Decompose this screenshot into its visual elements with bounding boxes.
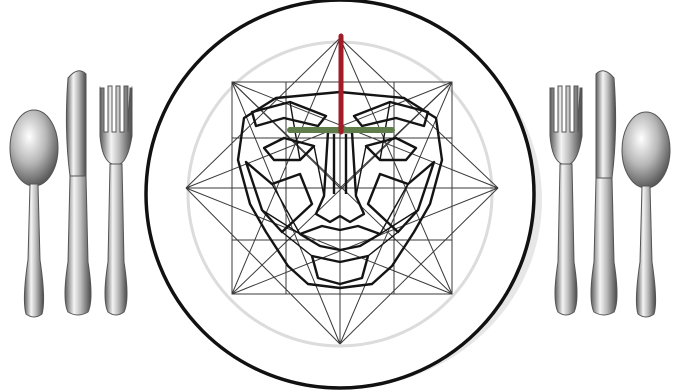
right-fork-icon	[550, 86, 582, 315]
right-knife-icon	[591, 71, 617, 315]
left-knife-icon	[65, 71, 91, 315]
left-spoon-icon	[10, 110, 58, 317]
left-fork-icon	[100, 86, 132, 315]
right-spoon-icon	[622, 112, 670, 317]
